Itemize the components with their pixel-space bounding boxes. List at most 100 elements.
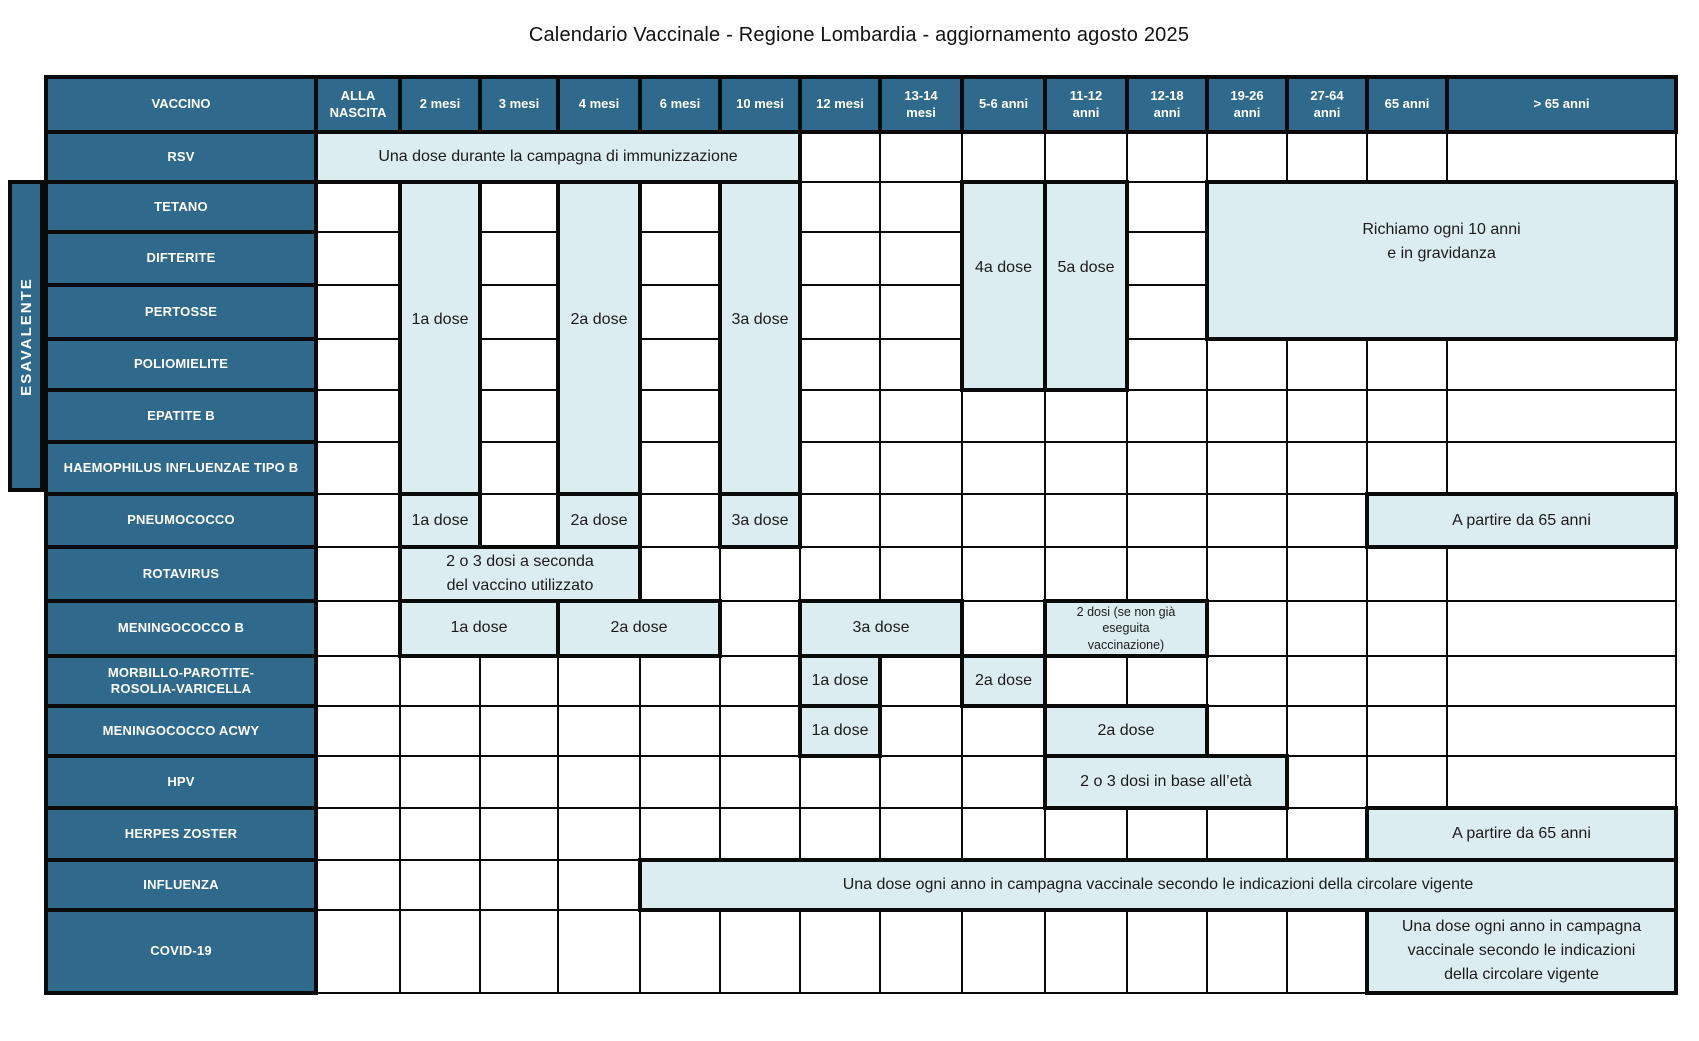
empty-cell bbox=[315, 908, 401, 994]
dose-cell-meningococco-acwy-7: 1a dose bbox=[798, 703, 882, 758]
empty-cell bbox=[479, 284, 559, 340]
empty-cell bbox=[961, 389, 1046, 443]
empty-cell bbox=[1366, 754, 1448, 809]
dose-cell-meningococco-acwy-10: 2a dose bbox=[1043, 703, 1209, 758]
empty-cell bbox=[961, 600, 1046, 657]
empty-cell bbox=[1126, 806, 1208, 861]
empty-cell bbox=[1286, 754, 1368, 809]
empty-cell bbox=[879, 231, 963, 286]
empty-cell bbox=[1126, 908, 1208, 994]
empty-cell bbox=[719, 704, 801, 757]
empty-cell bbox=[479, 493, 559, 548]
dose-cell-pneumococco-14: A partire da 65 anni bbox=[1365, 492, 1678, 549]
empty-cell bbox=[1206, 493, 1288, 548]
row-label-morbillo-parotite-rosolia-varicella: MORBILLO-PAROTITE- ROSOLIA-VARICELLA bbox=[44, 653, 318, 708]
empty-cell bbox=[639, 806, 721, 861]
empty-cell bbox=[1286, 546, 1368, 602]
empty-cell bbox=[1286, 908, 1368, 994]
row-label-meningococco-acwy: MENINGOCOCCO ACWY bbox=[44, 703, 318, 758]
empty-cell bbox=[399, 704, 481, 757]
empty-cell bbox=[879, 181, 963, 233]
empty-cell bbox=[639, 181, 721, 233]
empty-cell bbox=[1366, 441, 1448, 495]
empty-cell bbox=[1366, 546, 1448, 602]
column-header-over-65-anni: > 65 anni bbox=[1445, 75, 1678, 134]
esavalente-group-label: ESAVALENTE bbox=[17, 276, 35, 396]
empty-cell bbox=[1044, 546, 1128, 602]
empty-cell bbox=[1286, 131, 1368, 183]
empty-cell bbox=[1446, 131, 1677, 183]
empty-cell bbox=[315, 231, 401, 286]
empty-cell bbox=[799, 441, 881, 495]
dose-cell-tetano-10: 5a dose bbox=[1043, 180, 1129, 392]
row-label-pertosse: PERTOSSE bbox=[44, 283, 318, 341]
empty-cell bbox=[719, 908, 801, 994]
empty-cell bbox=[879, 908, 963, 994]
row-label-rsv: RSV bbox=[44, 130, 318, 184]
dose-cell-tetano-9: 4a dose bbox=[960, 180, 1047, 392]
empty-cell bbox=[961, 754, 1046, 809]
empty-cell bbox=[479, 806, 559, 861]
empty-cell bbox=[479, 908, 559, 994]
empty-cell bbox=[1366, 600, 1448, 657]
column-header-27-64-anni: 27-64 anni bbox=[1285, 75, 1369, 134]
empty-cell bbox=[799, 338, 881, 391]
empty-cell bbox=[799, 181, 881, 233]
empty-cell bbox=[1286, 654, 1368, 707]
row-label-difterite: DIFTERITE bbox=[44, 230, 318, 287]
empty-cell bbox=[315, 600, 401, 657]
empty-cell bbox=[1126, 546, 1208, 602]
empty-cell bbox=[879, 131, 963, 183]
empty-cell bbox=[1206, 908, 1288, 994]
empty-cell bbox=[879, 441, 963, 495]
dose-cell-pneumococco-2: 1a dose bbox=[398, 492, 482, 549]
empty-cell bbox=[479, 441, 559, 495]
empty-cell bbox=[1044, 389, 1128, 443]
dose-cell-meningococco-b-7: 3a dose bbox=[798, 599, 964, 658]
empty-cell bbox=[961, 546, 1046, 602]
empty-cell bbox=[1206, 131, 1288, 183]
empty-cell bbox=[1446, 546, 1677, 602]
empty-cell bbox=[1206, 389, 1288, 443]
empty-cell bbox=[479, 338, 559, 391]
column-header-vaccino: VACCINO bbox=[44, 75, 318, 134]
empty-cell bbox=[1206, 441, 1288, 495]
empty-cell bbox=[1206, 654, 1288, 707]
empty-cell bbox=[639, 284, 721, 340]
column-header-11-12-anni: 11-12 anni bbox=[1043, 75, 1129, 134]
row-label-influenza: INFLUENZA bbox=[44, 857, 318, 912]
empty-cell bbox=[315, 284, 401, 340]
empty-cell bbox=[399, 908, 481, 994]
empty-cell bbox=[557, 806, 641, 861]
empty-cell bbox=[961, 441, 1046, 495]
empty-cell bbox=[399, 806, 481, 861]
empty-cell bbox=[315, 546, 401, 602]
empty-cell bbox=[799, 546, 881, 602]
page-title: Calendario Vaccinale - Regione Lombardia… bbox=[528, 24, 1190, 46]
dose-cell-rotavirus-2: 2 o 3 dosi a seconda del vaccino utilizz… bbox=[398, 545, 642, 603]
empty-cell bbox=[1286, 806, 1368, 861]
empty-cell bbox=[1126, 181, 1208, 233]
dose-cell-morbillo-parotite-rosolia-varicella-7: 1a dose bbox=[798, 653, 882, 708]
empty-cell bbox=[799, 806, 881, 861]
empty-cell bbox=[315, 754, 401, 809]
empty-cell bbox=[315, 806, 401, 861]
row-label-herpes-zoster: HERPES ZOSTER bbox=[44, 805, 318, 862]
empty-cell bbox=[1366, 654, 1448, 707]
row-label-poliomielite: POLIOMIELITE bbox=[44, 337, 318, 392]
row-label-meningococco-b: MENINGOCOCCO B bbox=[44, 599, 318, 658]
empty-cell bbox=[1044, 654, 1128, 707]
empty-cell bbox=[399, 654, 481, 707]
row-label-tetano: TETANO bbox=[44, 180, 318, 234]
empty-cell bbox=[879, 704, 963, 757]
column-header-10-mesi: 10 mesi bbox=[718, 75, 802, 134]
dose-cell-herpes-zoster-14: A partire da 65 anni bbox=[1365, 805, 1678, 862]
empty-cell bbox=[557, 908, 641, 994]
empty-cell bbox=[719, 600, 801, 657]
empty-cell bbox=[1044, 908, 1128, 994]
empty-cell bbox=[1044, 806, 1128, 861]
empty-cell bbox=[315, 858, 401, 911]
